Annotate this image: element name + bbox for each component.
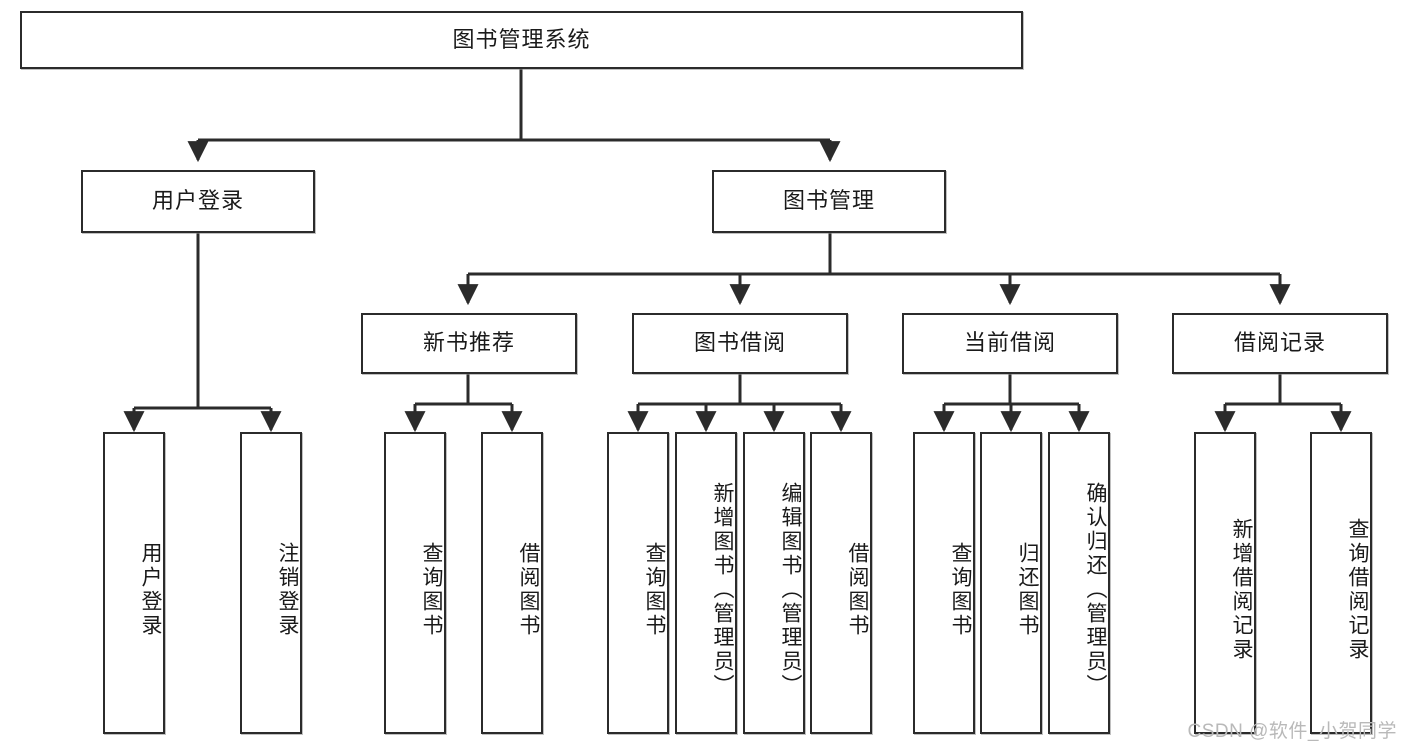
leaf-book-borrow-query[interactable]: 查询图书 xyxy=(607,432,669,734)
node-label: 用户登录 xyxy=(139,542,162,638)
leaf-new-book-borrow[interactable]: 借阅图书 xyxy=(481,432,543,734)
node-label: 图书管理 xyxy=(782,188,875,214)
node-label: 新增图书（管理员） xyxy=(711,482,734,698)
node-label: 图书借阅 xyxy=(693,330,786,356)
leaf-new-book-query[interactable]: 查询图书 xyxy=(384,432,446,734)
node-label: 注销登录 xyxy=(276,542,299,638)
node-label: 查询图书 xyxy=(949,542,972,638)
leaf-book-borrow-lend[interactable]: 借阅图书 xyxy=(810,432,872,734)
leaf-current-borrow-return[interactable]: 归还图书 xyxy=(980,432,1042,734)
node-label: 借阅图书 xyxy=(846,542,869,638)
csdn-watermark: CSDN @软件_小贺同学 xyxy=(1187,721,1397,742)
node-label: 归还图书 xyxy=(1016,542,1039,638)
node-root-system[interactable]: 图书管理系统 xyxy=(20,11,1023,69)
node-label: 查询图书 xyxy=(643,542,666,638)
leaf-current-borrow-confirm-return[interactable]: 确认归还（管理员） xyxy=(1048,432,1110,734)
leaf-borrow-record-query[interactable]: 查询借阅记录 xyxy=(1310,432,1372,734)
node-new-book-recommend[interactable]: 新书推荐 xyxy=(361,313,577,374)
leaf-user-login-signin[interactable]: 用户登录 xyxy=(103,432,165,734)
node-book-management[interactable]: 图书管理 xyxy=(712,170,946,233)
leaf-book-borrow-add[interactable]: 新增图书（管理员） xyxy=(675,432,737,734)
node-label: 确认归还（管理员） xyxy=(1084,482,1107,698)
leaf-current-borrow-query[interactable]: 查询图书 xyxy=(913,432,975,734)
node-book-borrow[interactable]: 图书借阅 xyxy=(632,313,848,374)
node-label: 编辑图书（管理员） xyxy=(779,482,802,698)
node-label: 借阅记录 xyxy=(1233,330,1326,356)
leaf-user-login-signout[interactable]: 注销登录 xyxy=(240,432,302,734)
node-label: 新增借阅记录 xyxy=(1230,518,1253,662)
node-label: 用户登录 xyxy=(151,188,244,214)
node-label: 当前借阅 xyxy=(963,330,1056,356)
node-label: 查询借阅记录 xyxy=(1346,518,1369,662)
node-borrow-record[interactable]: 借阅记录 xyxy=(1172,313,1388,374)
leaf-book-borrow-edit[interactable]: 编辑图书（管理员） xyxy=(743,432,805,734)
node-current-borrow[interactable]: 当前借阅 xyxy=(902,313,1118,374)
node-user-login[interactable]: 用户登录 xyxy=(81,170,315,233)
node-label: 借阅图书 xyxy=(517,542,540,638)
node-label: 查询图书 xyxy=(420,542,443,638)
node-label: 图书管理系统 xyxy=(452,26,591,52)
leaf-borrow-record-add[interactable]: 新增借阅记录 xyxy=(1194,432,1256,734)
node-label: 新书推荐 xyxy=(422,330,515,356)
